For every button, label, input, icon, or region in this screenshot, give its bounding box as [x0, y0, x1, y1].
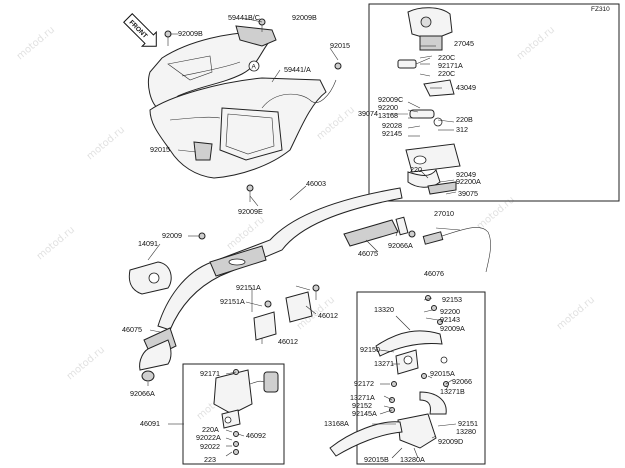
part-label: 92066 [452, 377, 472, 386]
left-switch-box [182, 363, 285, 465]
part-label: 27010 [434, 209, 454, 218]
part-label: 92015 [330, 41, 350, 50]
part-label: 92066A [130, 389, 155, 398]
part-label: 46076 [424, 269, 444, 278]
part-label: 92200A [456, 177, 481, 186]
part-label: 92171 [200, 369, 220, 378]
part-label: 92152 [352, 401, 372, 410]
part-label: 223 [204, 455, 216, 464]
part-label: 92049 [456, 170, 476, 179]
part-label: 46003 [306, 179, 326, 188]
part-label: 92200 [378, 103, 398, 112]
part-label: 46012 [318, 311, 338, 320]
part-label: 92015 [150, 145, 170, 154]
bar-end-weight [141, 370, 155, 382]
part-label: 92150 [360, 345, 380, 354]
part-label: 46012 [278, 337, 298, 346]
part-label: 92015A [430, 369, 455, 378]
part-label: 92151 [458, 419, 478, 428]
part-label: 220C [438, 69, 455, 78]
part-label: 46092 [246, 431, 266, 440]
part-label: 46091 [140, 419, 160, 428]
watermark-text: motod.ru [315, 104, 357, 142]
part-label: 92022 [200, 442, 220, 451]
part-label: 13280A [400, 455, 425, 464]
left-grip [139, 327, 177, 371]
holder-clamp [253, 311, 277, 341]
brake-lever-assembly [329, 330, 448, 457]
part-label: 92145A [352, 409, 377, 418]
part-label: 92015B [364, 455, 389, 464]
left-switch-assembly [213, 369, 279, 429]
watermark-text: motod.ru [475, 194, 517, 232]
part-label: 92151A [220, 297, 245, 306]
watermark-text: motod.ru [35, 224, 77, 262]
lower-handlebar-cover [149, 77, 327, 179]
part-label: 13168 [378, 111, 398, 120]
part-label: 92009C [378, 95, 403, 104]
switch-assembly-box [368, 3, 620, 202]
part-label: 92066A [388, 241, 413, 250]
right-switch-assembly [397, 7, 461, 195]
watermark-text: motod.ru [85, 124, 127, 162]
ref-marker-a [248, 60, 260, 72]
part-label: 220B [456, 115, 473, 124]
leader-lines [147, 17, 461, 459]
part-label: 92172 [354, 379, 374, 388]
part-labels: 59441B/C 92009B 92009B 92015 59441/A 920… [122, 13, 481, 464]
part-label: 13280 [456, 427, 476, 436]
throttle-cable [429, 227, 491, 273]
part-label: 43049 [456, 83, 476, 92]
part-label: 13271B [440, 387, 465, 396]
part-label: 92009B [178, 29, 203, 38]
upper-handlebar-cover [147, 25, 277, 111]
part-label: 92028 [382, 121, 402, 130]
watermark-text: motod.ru [15, 24, 57, 62]
part-label: 92145 [382, 129, 402, 138]
part-label: 13271 [374, 359, 394, 368]
part-label: 92200 [440, 307, 460, 316]
part-label: 92022A [196, 433, 221, 442]
part-label: 92151A [236, 283, 261, 292]
right-grip [343, 216, 409, 247]
holder-clamp [285, 291, 313, 323]
part-label: 92171A [438, 61, 463, 70]
part-label: 14091 [138, 239, 158, 248]
ref-marker-label: A [252, 64, 257, 71]
part-label: 92009E [238, 207, 263, 216]
figure-code: FZ310 [591, 6, 610, 13]
part-label: 46075 [122, 325, 142, 334]
part-label: 312 [456, 125, 468, 134]
part-label: 39075 [458, 189, 478, 198]
part-label: 220A [202, 425, 219, 434]
part-label: 59441B/C [228, 13, 260, 22]
part-label: 59441/A [284, 65, 311, 74]
part-label: 13168A [324, 419, 349, 428]
front-arrow-icon [123, 13, 157, 47]
part-label: 220 [410, 165, 422, 174]
part-label: 92009B [292, 13, 317, 22]
part-label: 46075 [358, 249, 378, 258]
part-label: 39074 [358, 109, 378, 118]
lever-assembly-box [356, 291, 486, 465]
part-label: 92153 [442, 295, 462, 304]
part-label: 13271A [350, 393, 375, 402]
front-arrow: FRONT [123, 13, 157, 47]
watermark-text: motod.ru [515, 24, 557, 62]
part-label: 92009A [440, 324, 465, 333]
watermark-text: motod.ru [65, 344, 107, 382]
part-label: 27045 [454, 39, 474, 48]
part-label: 92143 [440, 315, 460, 324]
cable-end [422, 231, 444, 245]
handlebar [157, 187, 403, 331]
part-label: 92009 [162, 231, 182, 240]
part-label: 220C [438, 53, 455, 62]
part-label: 13320 [374, 305, 394, 314]
part-label: 92009D [438, 437, 463, 446]
watermark-text: motod.ru [555, 294, 597, 332]
cover-wire [261, 79, 337, 109]
